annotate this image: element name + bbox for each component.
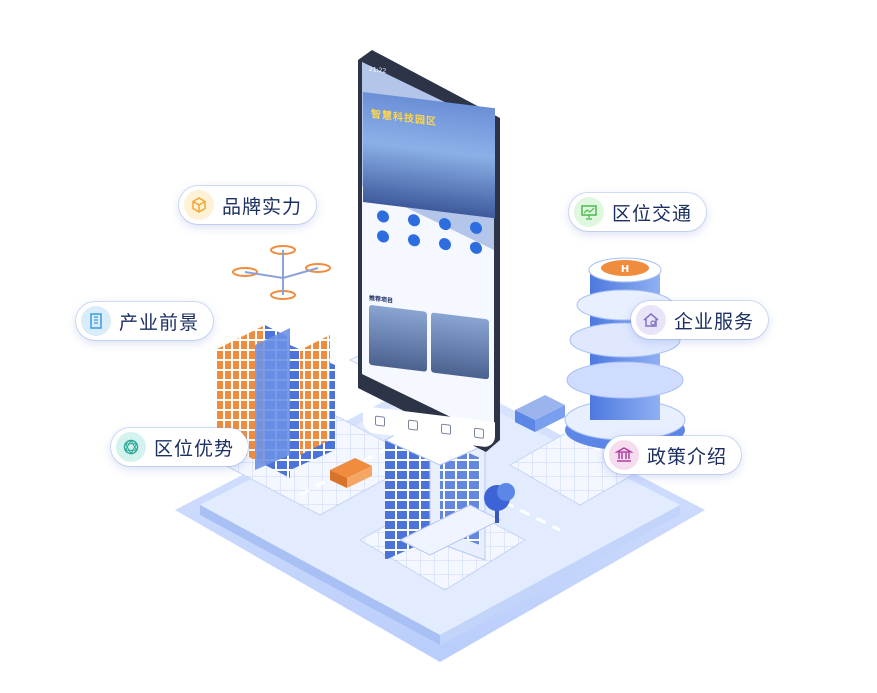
grid-item[interactable] — [460, 220, 491, 238]
tree-icon — [484, 483, 515, 523]
network-icon — [116, 432, 146, 462]
svg-text:H: H — [621, 264, 629, 275]
feature-pill-location[interactable]: 区位优势 — [111, 428, 249, 466]
center-office-building — [383, 417, 502, 561]
right-helipad-tower: H — [564, 257, 686, 450]
grid-item[interactable] — [398, 232, 429, 250]
cube-icon — [184, 190, 214, 220]
feature-pill-industry[interactable]: 产业前景 — [76, 302, 214, 340]
status-time: 21:22 — [369, 65, 387, 75]
feature-label: 产业前景 — [119, 311, 200, 334]
blue-van-icon — [515, 395, 565, 432]
feature-label: 区位优势 — [154, 437, 235, 460]
feature-pill-service[interactable]: 企业服务 — [631, 301, 769, 339]
grid-item[interactable] — [429, 216, 460, 234]
feature-pill-policy[interactable]: 政策介绍 — [604, 436, 742, 474]
grid-item[interactable] — [367, 208, 398, 226]
grid-item[interactable] — [460, 240, 491, 258]
orange-car-icon — [330, 458, 372, 488]
presentation-board-icon — [574, 197, 604, 227]
project-card[interactable] — [431, 312, 489, 380]
phone-feature-grid — [367, 208, 491, 257]
grid-item[interactable] — [429, 236, 460, 254]
project-card[interactable] — [369, 304, 427, 372]
feature-label: 企业服务 — [674, 310, 755, 333]
drone-icon — [232, 245, 331, 300]
government-building-icon — [609, 440, 639, 470]
feature-label: 品牌实力 — [222, 195, 303, 218]
feature-pill-traffic[interactable]: 区位交通 — [569, 193, 707, 231]
tab-4[interactable] — [473, 427, 484, 439]
section-title: 推荐项目 — [369, 294, 394, 305]
tab-2[interactable] — [407, 418, 418, 431]
tab-3[interactable] — [440, 423, 451, 435]
feature-pill-brand[interactable]: 品牌实力 — [179, 186, 317, 224]
feature-label: 政策介绍 — [647, 445, 728, 468]
office-building-icon — [81, 306, 111, 336]
feature-label: 区位交通 — [612, 202, 693, 225]
phone-screen: 21:22 智慧科技园区 推荐项目 — [363, 62, 495, 449]
grid-item[interactable] — [398, 212, 429, 230]
house-gear-icon — [636, 305, 666, 335]
tab-home[interactable] — [374, 414, 385, 427]
grid-item[interactable] — [367, 228, 398, 246]
